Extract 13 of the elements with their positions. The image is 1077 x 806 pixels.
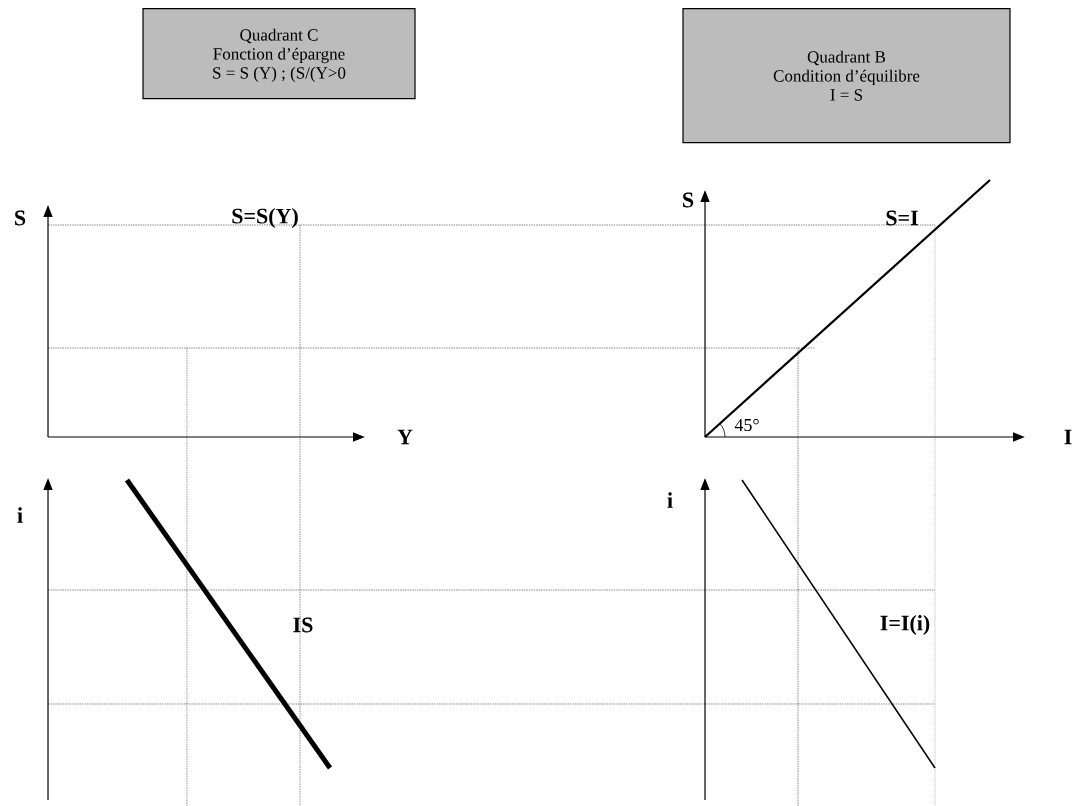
axis-label: I (1064, 429, 1072, 445)
axis-label: i (667, 492, 673, 508)
axis-label: S (15, 210, 26, 226)
axis-label: S (683, 192, 694, 208)
curve-label: I=I(i) (880, 615, 930, 635)
quadrant-box: Quadrant B Condition d’équilibre I = S (682, 8, 1011, 144)
curve-label: IS (293, 617, 313, 633)
curve-label: S=I (886, 210, 918, 226)
axis-label: i (17, 507, 23, 523)
curve-label: S=S(Y) (232, 208, 298, 228)
axis-label: Y (397, 429, 413, 445)
angle-label: 45° (734, 418, 759, 432)
quadrant-box: Quadrant C Fonction d’épargne S = S (Y) ; (S/(Y>0 (142, 8, 416, 100)
